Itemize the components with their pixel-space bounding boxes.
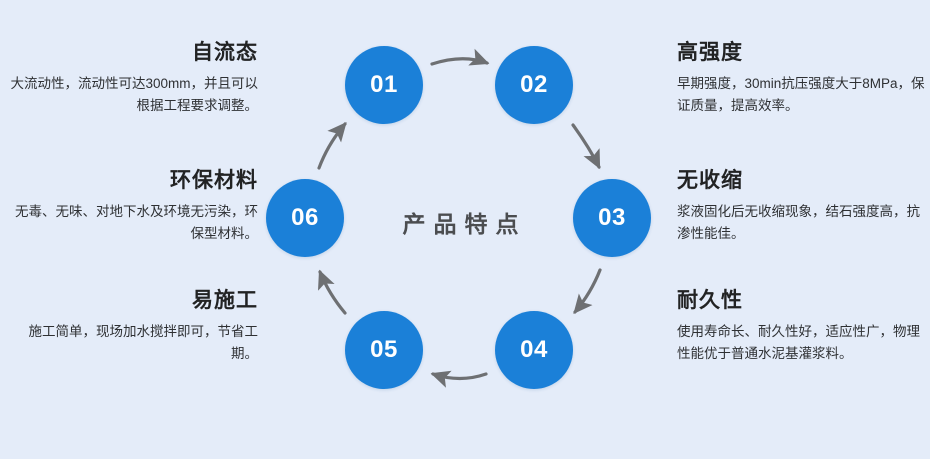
feature-block-03: 无收缩 浆液固化后无收缩现象，结石强度高，抗渗性能佳。 — [677, 168, 929, 245]
feature-title-04: 耐久性 — [677, 289, 743, 312]
cycle-diagram: 产品特点 01 02 03 04 05 06 — [255, 20, 665, 440]
feature-block-02: 高强度 早期强度，30min抗压强度大于8MPa，保证质量，提高效率。 — [677, 40, 929, 117]
feature-desc-04: 使用寿命长、耐久性好，适应性广，物理性能优于普通水泥基灌浆料。 — [677, 324, 920, 362]
cycle-node-label-03: 03 — [598, 204, 626, 231]
cycle-node-06[interactable]: 06 — [266, 179, 344, 257]
cycle-node-label-06: 06 — [291, 204, 319, 231]
feature-desc-03: 浆液固化后无收缩现象，结石强度高，抗渗性能佳。 — [677, 204, 920, 242]
arrow-03-to-04 — [573, 268, 602, 314]
feature-desc-02: 早期强度，30min抗压强度大于8MPa，保证质量，提高效率。 — [677, 76, 925, 114]
feature-title-02: 高强度 — [677, 41, 743, 64]
feature-block-01: 自流态 大流动性，流动性可达300mm，并且可以根据工程要求调整。 — [6, 40, 258, 117]
feature-title-05: 易施工 — [192, 289, 258, 312]
cycle-node-label-01: 01 — [370, 71, 398, 98]
feature-title-03: 无收缩 — [677, 169, 743, 192]
feature-title-06: 环保材料 — [170, 169, 258, 192]
feature-block-04: 耐久性 使用寿命长、耐久性好，适应性广，物理性能优于普通水泥基灌浆料。 — [677, 288, 929, 365]
arrow-05-to-06 — [318, 269, 347, 315]
feature-desc-06: 无毒、无味、对地下水及环境无污染，环保型材料。 — [15, 204, 258, 242]
cycle-node-04[interactable]: 04 — [495, 311, 573, 389]
feature-block-05: 易施工 施工简单，现场加水搅拌即可，节省工期。 — [6, 288, 259, 365]
feature-title-01: 自流态 — [192, 41, 258, 64]
cycle-node-01[interactable]: 01 — [345, 46, 423, 124]
cycle-arrows — [317, 48, 602, 388]
arrow-01-to-02 — [430, 48, 490, 66]
cycle-node-05[interactable]: 05 — [345, 311, 423, 389]
arrow-06-to-01 — [317, 122, 347, 170]
cycle-node-label-04: 04 — [520, 336, 548, 363]
arrow-02-to-03 — [571, 123, 601, 170]
cycle-node-label-02: 02 — [520, 71, 548, 98]
cycle-node-02[interactable]: 02 — [495, 46, 573, 124]
feature-desc-01: 大流动性，流动性可达300mm，并且可以根据工程要求调整。 — [10, 76, 258, 114]
feature-block-06: 环保材料 无毒、无味、对地下水及环境无污染，环保型材料。 — [6, 168, 258, 245]
feature-desc-05: 施工简单，现场加水搅拌即可，节省工期。 — [28, 324, 259, 362]
diagram-center-title: 产品特点 — [402, 211, 527, 237]
cycle-node-label-05: 05 — [370, 336, 398, 363]
cycle-node-03[interactable]: 03 — [573, 179, 651, 257]
arrow-04-to-05 — [430, 370, 488, 388]
